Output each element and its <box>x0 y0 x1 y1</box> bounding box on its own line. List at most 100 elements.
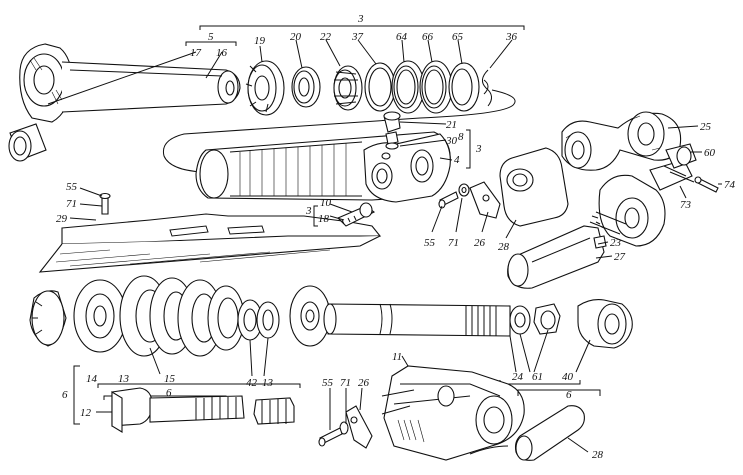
part-15-spring <box>119 275 245 357</box>
label-71-left: 71 <box>66 198 77 210</box>
label-16: 16 <box>216 47 228 59</box>
leader-lines-right-upper <box>667 125 722 199</box>
label-55-mid: 55 <box>424 237 436 249</box>
part-37-ring <box>364 62 396 112</box>
leader-lines-mid-right <box>431 197 613 259</box>
assembly-guide-line <box>162 89 516 173</box>
part-36-clip <box>482 69 492 107</box>
bushing-small <box>8 123 47 162</box>
label-6-right: 6 <box>566 389 572 401</box>
part-60-cross <box>663 143 697 183</box>
label-26-mid: 26 <box>474 237 486 249</box>
part-nut-2 <box>533 303 561 335</box>
part-22-bearing <box>333 65 363 111</box>
part-nut-left <box>29 290 67 347</box>
label-74: 74 <box>724 179 736 191</box>
part-24-rod <box>323 303 511 337</box>
bracket-3-top <box>199 25 525 30</box>
label-60: 60 <box>704 147 716 159</box>
part-16-tube <box>61 61 241 113</box>
label-26-bottom: 26 <box>358 377 370 389</box>
part-4-housing <box>195 131 451 203</box>
label-23: 23 <box>610 237 622 249</box>
part-20-ring <box>291 66 321 108</box>
label-3-mid: 3 <box>475 143 482 155</box>
leader-lines-middle <box>399 121 453 161</box>
part-61-nut <box>509 305 531 335</box>
bracket-3-10-18 <box>313 205 318 227</box>
part-28-pin-lower <box>514 405 585 461</box>
label-42: 42 <box>246 377 258 389</box>
part-66-seal <box>419 60 453 114</box>
label-55-bottom: 55 <box>322 377 334 389</box>
label-13-a: 13 <box>262 377 274 389</box>
leader-lines-top <box>47 39 513 105</box>
label-40: 40 <box>562 371 574 383</box>
part-fork-lower <box>589 159 693 247</box>
label-4: 4 <box>454 154 460 166</box>
label-55-left: 55 <box>66 181 78 193</box>
label-37: 37 <box>351 31 364 43</box>
part-55-bolt-upper <box>438 191 459 209</box>
label-14: 14 <box>86 373 98 385</box>
label-71-bottom: 71 <box>340 377 351 389</box>
label-12: 12 <box>80 407 92 419</box>
label-3-top: 3 <box>357 13 364 25</box>
part-18-bolt <box>337 202 376 227</box>
part-74-pin <box>694 176 719 193</box>
bracket-14 <box>97 383 301 388</box>
label-65: 65 <box>452 31 464 43</box>
bracket-6-bottom <box>517 389 601 396</box>
label-5: 5 <box>208 31 214 43</box>
part-washer-cup <box>73 279 127 353</box>
part-30-washer <box>385 142 399 150</box>
label-6-mid: 6 <box>166 387 172 399</box>
label-13-b: 13 <box>118 373 130 385</box>
part-55-bolt-lower <box>318 427 343 447</box>
label-24: 24 <box>512 371 524 383</box>
label-17: 17 <box>190 47 202 59</box>
part-65-ring <box>448 62 480 112</box>
label-15: 15 <box>164 373 176 385</box>
label-36: 36 <box>505 31 518 43</box>
leader-lines-bottom-right <box>329 355 589 453</box>
label-61: 61 <box>532 371 543 383</box>
part-17-housing <box>19 43 73 123</box>
bracket-5 <box>185 41 237 46</box>
part-26-plate-upper <box>469 181 501 219</box>
part-40-nut <box>577 299 633 349</box>
leader-lines-lower-row <box>149 329 591 377</box>
bracket-8-3 <box>466 129 471 169</box>
part-12-bolt <box>111 387 245 433</box>
label-28-bottom: 28 <box>592 449 604 461</box>
part-55-bolt-left <box>99 192 111 215</box>
label-6-left: 6 <box>62 389 68 401</box>
part-71-washer-upper <box>458 183 470 197</box>
part-25-fork-upper <box>561 111 682 171</box>
label-73: 73 <box>680 199 692 211</box>
label-10: 10 <box>320 197 332 209</box>
part-nut-bottom-left <box>253 397 295 425</box>
part-13-cup <box>289 285 331 347</box>
part-11-clevis <box>381 365 525 461</box>
label-66: 66 <box>422 31 434 43</box>
label-19: 19 <box>254 35 266 47</box>
label-20: 20 <box>290 31 302 43</box>
label-8: 8 <box>458 131 464 143</box>
label-64: 64 <box>396 31 408 43</box>
label-22: 22 <box>320 31 332 43</box>
label-28-upper: 28 <box>498 241 510 253</box>
part-29-shield-plate <box>38 213 382 273</box>
part-labels: 3 5 17 16 19 20 22 37 64 66 65 36 21 30 … <box>56 13 736 461</box>
label-29: 29 <box>56 213 68 225</box>
part-21-fitting <box>383 111 401 145</box>
label-21: 21 <box>446 119 457 131</box>
part-42-washers <box>237 299 280 341</box>
bracket-6-left <box>73 365 80 425</box>
label-71-mid: 71 <box>448 237 459 249</box>
part-64-seal <box>391 60 425 114</box>
part-23-nipple <box>593 235 607 249</box>
label-27: 27 <box>614 251 626 263</box>
part-19-nut <box>245 60 285 116</box>
